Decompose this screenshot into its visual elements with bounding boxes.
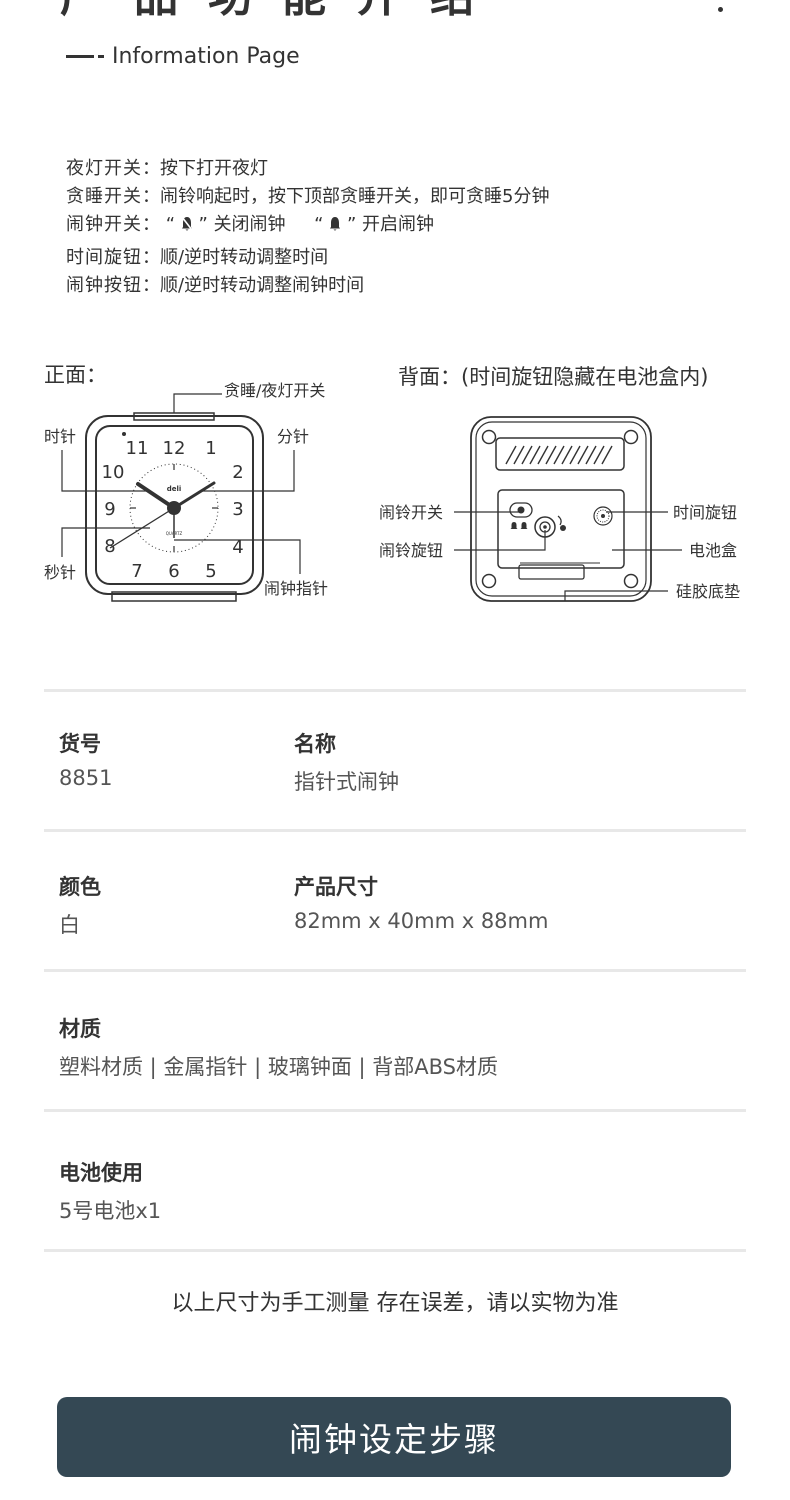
svg-text:7: 7 [131,561,142,582]
subtitle-text: Information Page [112,44,300,69]
svg-text:9: 9 [104,499,115,520]
front-clock: 12 1 2 3 4 5 6 7 8 9 10 11 deli QUARTZ [85,412,264,602]
label-minute-hand: 分针 [277,427,309,446]
material-value: 塑料材质 | 金属指针 | 玻璃钟面 | 背部ABS材质 [59,1055,499,1079]
svg-text:11: 11 [126,438,149,459]
label-hour-hand: 时针 [44,427,76,446]
label-battery-box: 电池盒 [689,541,737,560]
label-alarm-knob: 闹铃旋钮 [379,541,443,560]
dash-dot-icon [98,55,104,58]
svg-text:3: 3 [232,499,243,520]
svg-text:1: 1 [205,438,216,459]
battery-label: 电池使用 [59,1161,143,1185]
svg-text:8: 8 [104,536,115,557]
clock-diagram: 正面： 背面：(时间旋钮隐藏在电池盒内) 12 1 2 3 4 5 6 7 8 … [44,363,740,602]
label-alarm-hand: 闹钟指针 [264,579,328,598]
svg-text:4: 4 [232,537,243,558]
feature-night-light: 夜灯开关：按下打开夜灯 [66,158,268,179]
label-time-knob: 时间旋钮 [673,503,737,522]
label-alarm-switch: 闹铃开关 [379,503,443,522]
brand-logo: deli [167,485,182,493]
name-value: 指针式闹钟 [294,770,399,794]
svg-text:12: 12 [163,438,186,459]
svg-text:2: 2 [232,462,243,483]
label-silicone-pad: 硅胶底垫 [676,582,740,601]
item-no-label: 货号 [59,732,101,756]
page-subtitle: Information Page [66,44,300,69]
feature-alarm-button: 闹钟按钮：顺/逆时转动调整闹钟时间 [66,275,365,296]
label-second-hand: 秒针 [44,563,76,582]
divider [44,1249,746,1252]
more-dots-icon [718,0,724,14]
name-label: 名称 [294,732,336,756]
divider [44,969,746,972]
color-label: 颜色 [59,875,101,899]
material-label: 材质 [59,1017,101,1041]
front-title: 正面： [44,363,107,387]
label-snooze: 贪睡/夜灯开关 [224,381,325,400]
vent-slats [505,445,613,465]
bell-on-icon [330,217,341,231]
svg-text:10: 10 [102,462,125,483]
alarm-setup-steps-button[interactable]: 闹钟设定步骤 [57,1397,731,1477]
divider [44,1109,746,1112]
clock-numbers: 12 1 2 3 4 5 6 7 8 9 10 11 [102,438,244,582]
color-value: 白 [59,913,80,937]
bell-off-icon [181,216,193,231]
back-title: 背面：(时间旋钮隐藏在电池盒内) [398,365,708,389]
svg-text:6: 6 [168,561,179,582]
hour-hand [136,482,176,510]
dash-icon [66,55,94,58]
battery-value: 5号电池x1 [59,1199,162,1223]
feature-time-knob: 时间旋钮：顺/逆时转动调整时间 [66,247,329,268]
size-value: 82mm x 40mm x 88mm [294,909,549,933]
divider [44,689,746,692]
svg-text:5: 5 [205,561,216,582]
measurement-note: 以上尺寸为手工测量 存在误差，请以实物为准 [171,1291,619,1316]
divider [44,829,746,832]
page-title: 产品功能介绍 [60,0,504,24]
size-label: 产品尺寸 [294,875,378,899]
item-no-value: 8851 [59,766,113,790]
feature-alarm-switch: 闹钟开关： “ ” 关闭闹钟 “ ” 开启闹钟 [66,214,434,235]
feature-snooze: 贪睡开关：闹铃响起时，按下顶部贪睡开关，即可贪睡5分钟 [66,186,550,207]
minute-hand [172,481,216,510]
back-clock [470,416,652,602]
